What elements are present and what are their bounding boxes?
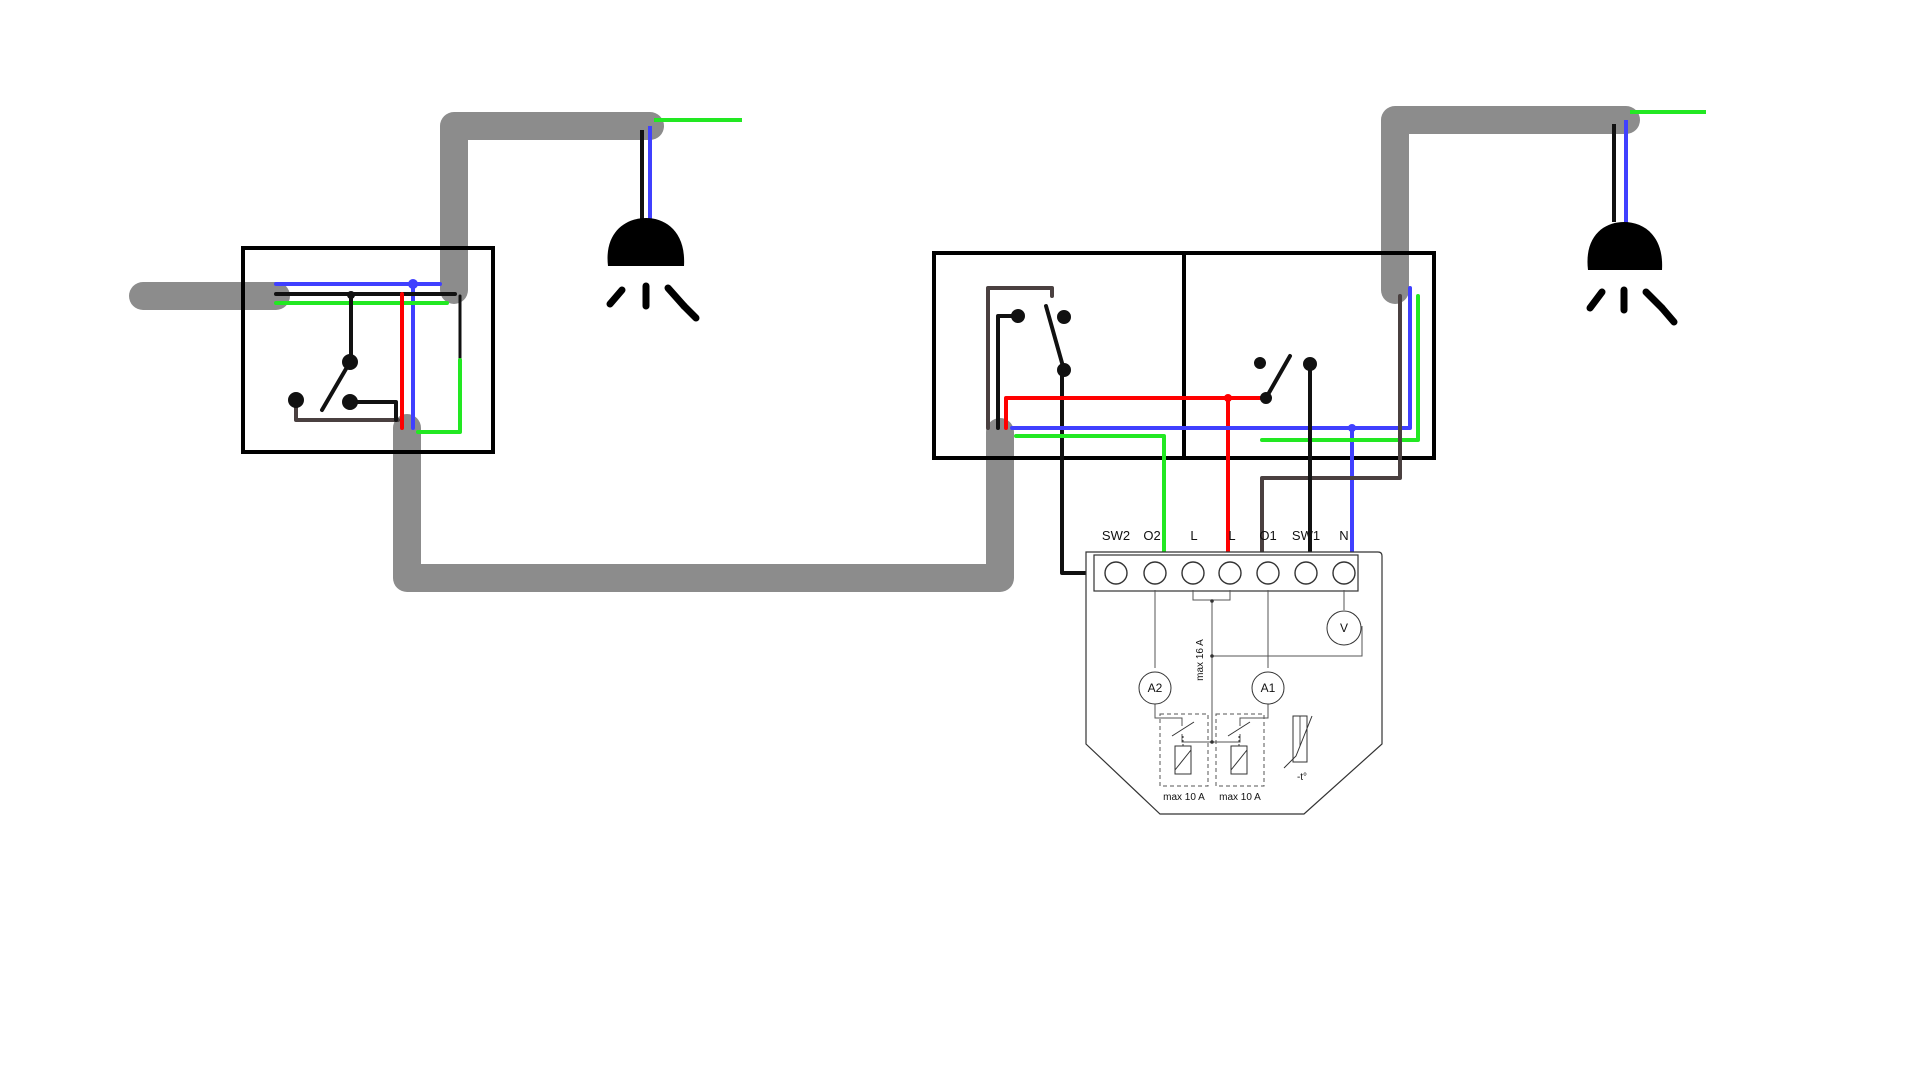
wire-earth-right	[1260, 294, 1420, 442]
wire-black-middle-drop	[996, 314, 1018, 430]
thermistor-diag	[1283, 715, 1313, 769]
switch-contact-icon	[1254, 354, 1317, 404]
lamp-right-shade	[1587, 222, 1663, 270]
relay-right: max 10 A	[1215, 713, 1265, 803]
terminal-label-n: N	[1339, 528, 1348, 543]
switch-left-contact-a	[288, 392, 304, 408]
lamp-right	[1586, 110, 1706, 326]
two-way-switch-icon	[288, 354, 358, 412]
meter-v-circle	[1326, 610, 1362, 646]
thermistor-body	[1292, 715, 1308, 763]
junction-black-left	[347, 291, 355, 299]
conduit-right-to-lamp	[1381, 106, 1640, 304]
left-box-wiring	[274, 279, 462, 434]
node-mid	[1210, 654, 1214, 658]
switch-mid-blade	[1044, 304, 1066, 372]
relay-left-contact	[1171, 721, 1195, 737]
lamp-left	[606, 118, 742, 322]
switch-right-blade	[1264, 354, 1292, 400]
relay-right-box	[1215, 713, 1265, 787]
conduit-left-to-lamp	[440, 112, 664, 304]
relay-right-coil-diag	[1230, 749, 1248, 771]
relay-left-box	[1159, 713, 1209, 787]
meter-a1-circle	[1251, 671, 1285, 705]
meter-a2: A2	[1138, 671, 1172, 705]
lamp-left-shade	[607, 218, 685, 266]
ceiling-lamp-icon	[606, 218, 700, 322]
relay-right-rating: max 10 A	[1219, 792, 1261, 803]
terminal-l2	[1218, 561, 1242, 585]
conduits	[129, 106, 1640, 592]
terminal-n	[1332, 561, 1356, 585]
switch-left-contact-b	[342, 394, 358, 410]
terminal-label-o1: O1	[1259, 528, 1276, 543]
relay-left-rating: max 10 A	[1163, 792, 1205, 803]
lamp-left-rays	[606, 282, 700, 322]
switch-contact-icon	[1011, 304, 1071, 377]
node-bottom	[1210, 740, 1214, 744]
relay-left: max 10 A	[1159, 713, 1209, 803]
meter-v-label: V	[1340, 621, 1348, 635]
relay-left-coil-diag	[1174, 749, 1192, 771]
junction-neutral-left	[408, 279, 418, 289]
wire-black-left-com	[350, 400, 398, 422]
thermistor-label: -t°	[1297, 772, 1307, 783]
meter-a2-label: A2	[1148, 681, 1163, 695]
node-16a	[1210, 599, 1214, 603]
wire-earth-middle	[1014, 434, 1166, 575]
switch-right-contact-b	[1303, 357, 1317, 371]
terminal-label-sw2: SW2	[1102, 528, 1130, 543]
terminal-sw2	[1104, 561, 1128, 585]
wire-brown-right	[1260, 294, 1402, 575]
switch-boxes	[241, 246, 1436, 460]
wire-earth-left-right	[416, 358, 462, 434]
terminal-label-l2: L	[1228, 528, 1235, 543]
terminal-label-l1: L	[1190, 528, 1197, 543]
right-box-wiring	[1224, 286, 1420, 575]
junction-live-right	[1224, 394, 1232, 402]
terminal-sw1	[1294, 561, 1318, 585]
meter-a1: A1	[1251, 671, 1285, 705]
switch-box-left	[241, 246, 495, 454]
switch-mid-left-contact	[1011, 309, 1025, 323]
meter-a1-label: A1	[1261, 681, 1276, 695]
terminal-label-sw1: SW1	[1292, 528, 1320, 543]
lamp-right-rays	[1586, 286, 1678, 326]
switch-mid-top-contact	[1057, 310, 1071, 324]
junction-neutral-right	[1348, 424, 1356, 432]
terminals	[1104, 561, 1356, 585]
meter-v: V	[1326, 610, 1362, 646]
wire-live-middle	[1004, 396, 1268, 430]
relay-module: SW2 O2 L L O1 SW1 N max 16 A	[1085, 528, 1383, 815]
terminal-o2	[1143, 561, 1167, 585]
module-internal-lines	[1154, 590, 1363, 746]
switch-right-contact-a	[1254, 357, 1266, 369]
wire-neutral-middle	[1010, 294, 1412, 430]
thermistor-icon: -t°	[1283, 715, 1313, 783]
meter-a2-circle	[1138, 671, 1172, 705]
switch-left-blade	[320, 360, 352, 412]
conduit-left-to-middle	[393, 414, 1014, 592]
terminal-l1	[1181, 561, 1205, 585]
terminal-label-o2: O2	[1143, 528, 1160, 543]
terminal-o1	[1256, 561, 1280, 585]
wire-brown-middle	[986, 286, 1054, 430]
ceiling-lamp-icon	[1586, 222, 1678, 326]
relay-right-contact	[1227, 721, 1251, 737]
max-16a-label: max 16 A	[1195, 639, 1206, 681]
